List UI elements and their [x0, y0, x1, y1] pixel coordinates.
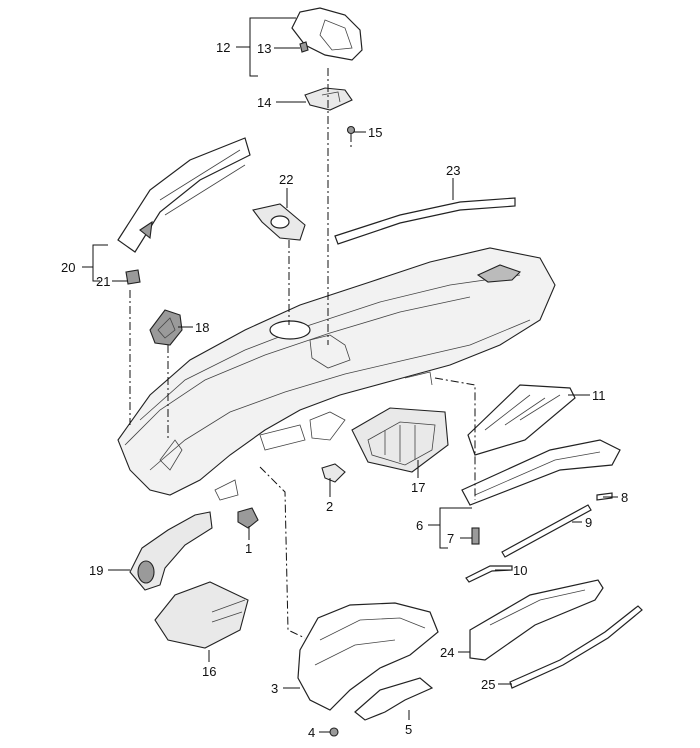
label-24: 24 [440, 645, 454, 660]
label-21: 21 [96, 274, 110, 289]
part-13-clip [299, 41, 309, 53]
label-17: 17 [411, 480, 425, 495]
part-number-labels: 12 13 14 15 20 21 22 23 18 11 17 2 8 6 9… [61, 40, 628, 740]
label-9: 9 [585, 515, 592, 530]
label-19: 19 [89, 563, 103, 578]
part-17-center-vent [351, 407, 449, 473]
part-16-vent [154, 581, 249, 649]
part-24-tray [469, 579, 604, 661]
part-14-bracket [304, 87, 353, 111]
part-11-bracket [467, 384, 576, 456]
label-14: 14 [257, 95, 271, 110]
label-12: 12 [216, 40, 230, 55]
dashboard-body [117, 247, 556, 501]
part-19-duct [129, 511, 213, 591]
part-22-cover [252, 203, 306, 241]
label-18: 18 [195, 320, 209, 335]
label-13: 13 [257, 41, 271, 56]
part-4-screw [329, 727, 339, 737]
label-10: 10 [513, 563, 527, 578]
part-12-gauge-hood [291, 7, 363, 61]
part-15-screw [346, 125, 356, 135]
label-8: 8 [621, 490, 628, 505]
label-25: 25 [481, 677, 495, 692]
part-9-rod [501, 504, 592, 558]
part-2-knob [321, 463, 346, 483]
part-10-rod [465, 565, 513, 583]
label-3: 3 [271, 681, 278, 696]
label-5: 5 [405, 722, 412, 737]
part-20-cover [117, 137, 251, 253]
label-23: 23 [446, 163, 460, 178]
part-21-clip [125, 269, 141, 285]
part-3-bracket [297, 602, 439, 711]
label-2: 2 [326, 499, 333, 514]
part-1-knob [237, 507, 259, 529]
part-7-bolt [471, 527, 480, 545]
assembly-lines [129, 68, 476, 639]
part-5-bracket [354, 677, 434, 721]
label-20: 20 [61, 260, 75, 275]
part-18-vent [149, 309, 183, 346]
label-16: 16 [202, 664, 216, 679]
part-23-seal [334, 197, 516, 245]
label-15: 15 [368, 125, 382, 140]
part-25-strip [509, 605, 643, 689]
part-6-support [461, 439, 621, 506]
label-4: 4 [308, 725, 315, 740]
label-11: 11 [592, 388, 606, 403]
label-6: 6 [416, 518, 423, 533]
leader-lines [82, 17, 618, 733]
label-1: 1 [245, 541, 252, 556]
label-22: 22 [279, 172, 293, 187]
label-7: 7 [447, 531, 454, 546]
